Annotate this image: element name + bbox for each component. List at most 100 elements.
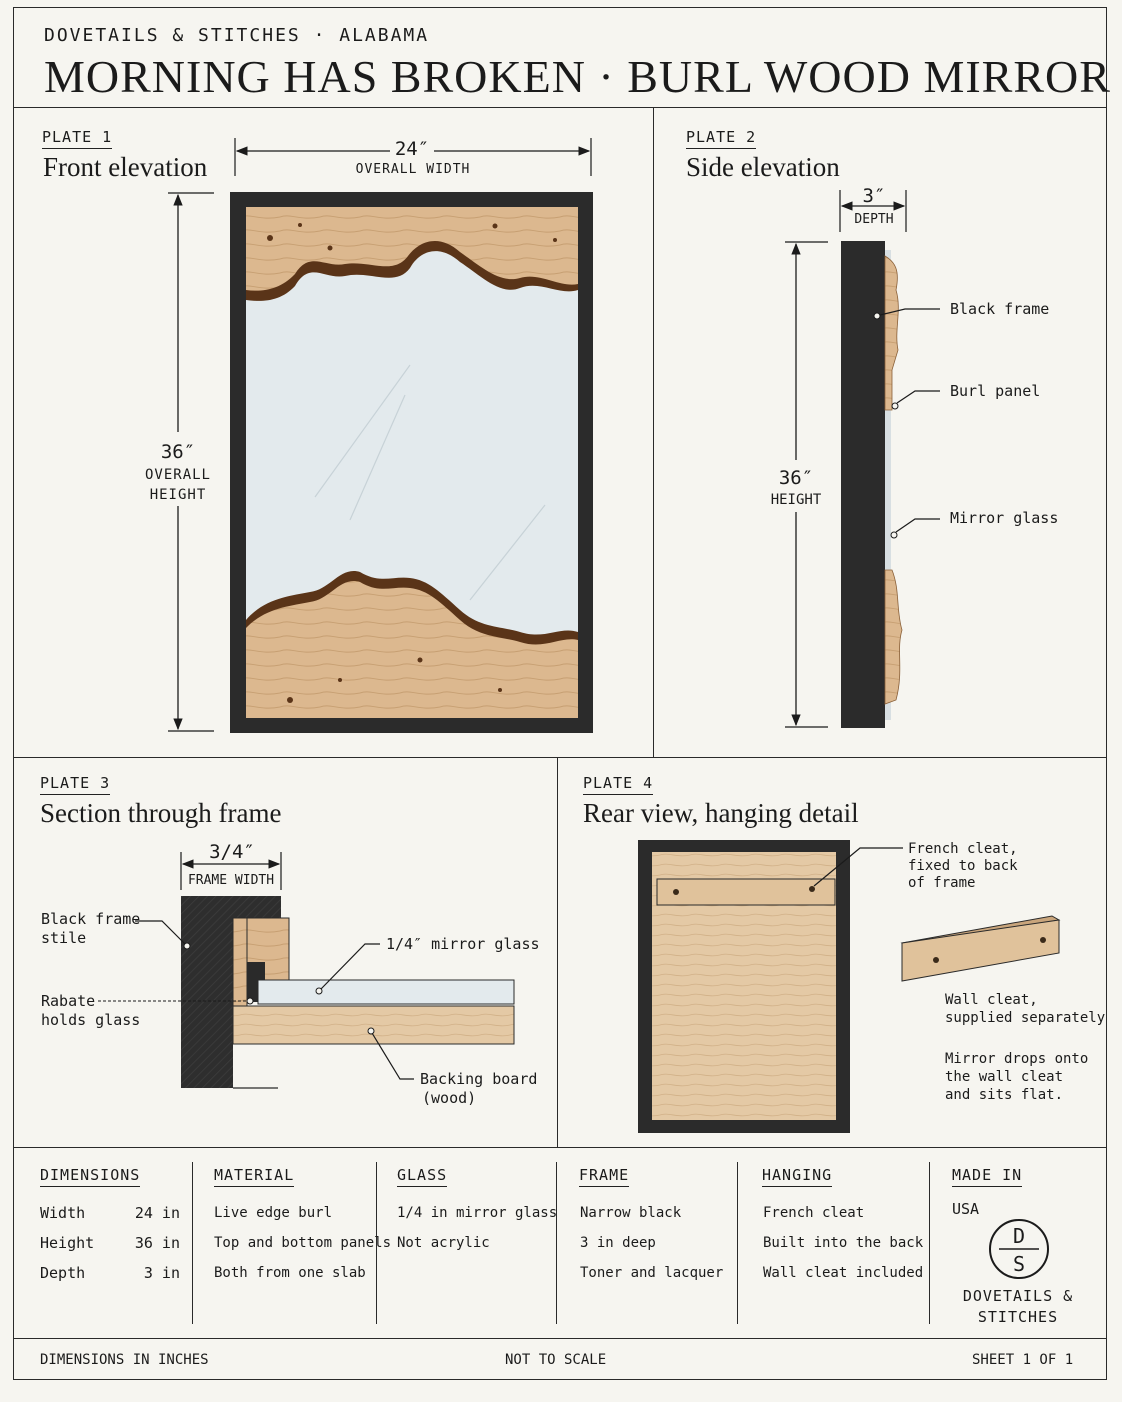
spec-divider — [192, 1162, 193, 1324]
callout-stile-2: stile — [41, 929, 86, 947]
frame-width-value: 3/4″ — [209, 841, 255, 863]
section-drawing: 3/4″ FRAME WIDTH Black frame stile Rabat… — [41, 841, 540, 1107]
overall-height-value: 36″ — [161, 441, 195, 463]
side-glass-edge — [885, 250, 891, 720]
spec-line: Built into the back — [763, 1235, 924, 1251]
brand-wordmark: DOVETAILS & STITCHES — [950, 1286, 1086, 1328]
callout-rabate-2: holds glass — [41, 1011, 140, 1029]
callout-drop-2: the wall cleat — [945, 1069, 1063, 1085]
bottom-burl-panel — [246, 581, 578, 718]
plate-2-number: PLATE 2 — [686, 128, 757, 149]
callout-leader — [895, 518, 940, 533]
spec-glass-heading: GLASS — [397, 1166, 448, 1187]
callout-drop-3: and sits flat. — [945, 1087, 1063, 1103]
callout-leader — [896, 390, 940, 404]
plate-2-title: Side elevation — [686, 152, 840, 182]
specs-rule — [13, 1147, 1107, 1148]
spec-line: Wall cleat included — [763, 1265, 924, 1281]
spec-made-in-heading: MADE IN — [952, 1166, 1023, 1187]
callout-stile-1: Black frame — [41, 910, 140, 928]
brand-line-2: STITCHES — [977, 1308, 1059, 1326]
overall-width-value: 24″ — [395, 138, 429, 160]
spec-divider — [737, 1162, 738, 1324]
plate-4-number: PLATE 4 — [583, 774, 654, 795]
spec-divider — [929, 1162, 930, 1324]
side-height-value: 36″ — [779, 467, 813, 489]
callout-dot — [873, 312, 881, 320]
frame-width-label: FRAME WIDTH — [188, 873, 274, 888]
callout-burl-panel: Burl panel — [950, 382, 1040, 400]
callout-wall-2: supplied separately — [945, 1010, 1105, 1026]
side-burl-bottom — [884, 569, 903, 705]
backing-board-section — [232, 1005, 515, 1045]
footer-scale-note: NOT TO SCALE — [505, 1352, 607, 1368]
burl-eyes — [267, 223, 557, 703]
spec-line: Both from one slab — [214, 1265, 366, 1281]
overall-height-label-2: HEIGHT — [150, 487, 207, 503]
callout-dot — [891, 402, 899, 410]
page-title: MORNING HAS BROKEN · BURL WOOD MIRROR — [44, 51, 1111, 102]
spec-line: Toner and lacquer — [580, 1265, 724, 1281]
spec-material-lines: Live edge burl Top and bottom panels Bot… — [214, 1198, 391, 1288]
logo-letter-s: S — [1013, 1252, 1025, 1276]
cleat-screw — [673, 889, 679, 895]
callout-cleat-3: of frame — [908, 875, 975, 891]
spec-line: French cleat — [763, 1205, 865, 1221]
side-burl-top — [884, 255, 899, 411]
plate-3-number: PLATE 3 — [40, 774, 111, 795]
callout-leader — [135, 920, 187, 946]
depth-label: DEPTH — [854, 212, 893, 227]
rear-view-drawing: French cleat, fixed to back of frame Wal… — [638, 840, 1105, 1133]
callout-dot — [890, 531, 898, 539]
side-frame — [841, 241, 885, 728]
french-cleat — [656, 878, 836, 906]
spec-frame-lines: Narrow black 3 in deep Toner and lacquer — [580, 1198, 723, 1288]
plates-rule — [13, 757, 1107, 758]
spec-divider — [376, 1162, 377, 1324]
spec-frame-heading: FRAME — [579, 1166, 630, 1187]
plate-divider-top — [653, 107, 654, 757]
glass-reflection — [314, 364, 411, 498]
callout-backing-2: (wood) — [422, 1089, 476, 1107]
footer-sheet-number: SHEET 1 OF 1 — [972, 1352, 1074, 1368]
glass-reflection — [349, 394, 406, 521]
callout-leader — [813, 847, 903, 887]
callout-dot — [367, 1027, 375, 1035]
logo-letter-d: D — [1013, 1224, 1025, 1248]
glass-section — [257, 979, 515, 1005]
wall-cleat-screw — [933, 957, 939, 963]
callout-black-frame: Black frame — [950, 300, 1049, 318]
side-height-label: HEIGHT — [771, 492, 822, 508]
callout-leader — [879, 308, 940, 316]
depth-value: 3″ — [863, 185, 886, 207]
spec-line: Not acrylic — [397, 1235, 490, 1251]
spec-line: Top and bottom panels — [214, 1235, 392, 1251]
wall-cleat — [901, 919, 1060, 982]
spec-hanging-lines: French cleat Built into the back Wall cl… — [763, 1198, 923, 1288]
plate-3-title: Section through frame — [40, 798, 282, 828]
brand-line-1: DOVETAILS & — [962, 1287, 1074, 1305]
cleat-screw — [809, 886, 815, 892]
spec-made-in-value: USA — [952, 1200, 980, 1218]
overall-width-label: OVERALL WIDTH — [356, 162, 471, 177]
callout-glass: 1/4″ mirror glass — [386, 935, 540, 953]
callout-dot — [246, 997, 254, 1005]
callout-leader — [319, 943, 380, 991]
callout-dot — [315, 987, 323, 995]
callout-mirror-glass: Mirror glass — [950, 509, 1058, 527]
studio-location: DOVETAILS & STITCHES · ALABAMA — [44, 25, 430, 46]
frame-stile-section — [181, 896, 281, 1088]
spec-line: Live edge burl — [214, 1205, 333, 1221]
ds-logo: D S — [989, 1219, 1049, 1279]
callout-cleat-2: fixed to back — [908, 858, 1018, 874]
callout-dot — [183, 942, 191, 950]
spec-material-heading: MATERIAL — [214, 1166, 295, 1187]
spec-line: 1/4 in mirror glass — [397, 1205, 558, 1221]
spec-glass-lines: 1/4 in mirror glass Not acrylic — [397, 1198, 557, 1258]
callout-leader — [371, 1032, 414, 1080]
spec-divider — [556, 1162, 557, 1324]
